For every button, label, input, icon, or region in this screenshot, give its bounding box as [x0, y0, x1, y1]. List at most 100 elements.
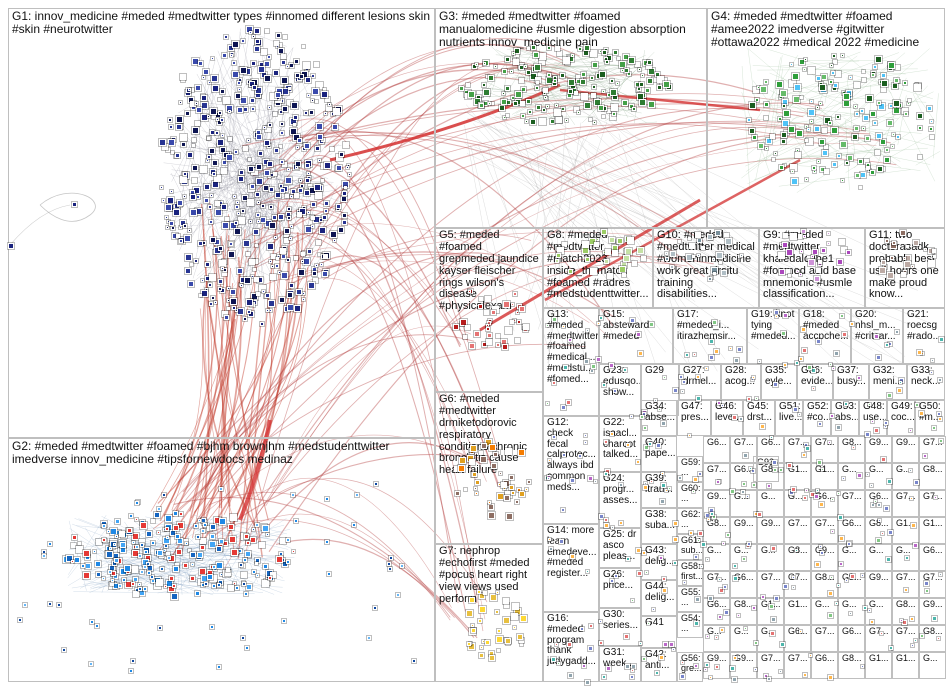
group-cell-g55[interactable]: G55: ...: [677, 586, 703, 612]
group-cell-minor[interactable]: G1...: [865, 652, 892, 679]
group-cell-minor[interactable]: G...: [784, 490, 811, 517]
group-cell-minor[interactable]: G...: [865, 544, 892, 571]
group-cell-g24[interactable]: G24: progr... asses...: [599, 472, 641, 528]
group-cell-minor[interactable]: G7...: [919, 490, 946, 517]
group-cell-g1[interactable]: G1: innov_medicine #meded #medtwitter ty…: [8, 8, 435, 438]
group-cell-g58[interactable]: G58: first...: [677, 560, 703, 586]
group-cell-g14[interactable]: G14: more learn emedeve... #meded regist…: [543, 524, 599, 612]
group-cell-g36[interactable]: G36: evide...: [797, 364, 833, 400]
group-cell-g62[interactable]: G62: ...: [677, 508, 703, 534]
group-cell-minor[interactable]: G7...: [892, 625, 919, 652]
group-cell-g32[interactable]: G32: meni...: [869, 364, 907, 400]
group-cell-minor[interactable]: G9...: [838, 571, 865, 598]
group-cell-g53[interactable]: G53: abs...: [831, 400, 859, 436]
group-cell-minor[interactable]: G8...: [838, 436, 865, 463]
group-cell-minor[interactable]: G8...: [811, 571, 838, 598]
group-cell-g16[interactable]: G16: #meded program thank judygadd...: [543, 612, 599, 682]
group-cell-g18[interactable]: G18: #meded accpche...: [799, 308, 851, 364]
group-cell-g52[interactable]: G52: #co...: [803, 400, 831, 436]
group-cell-minor[interactable]: G9...: [730, 652, 757, 679]
group-cell-minor[interactable]: G...: [838, 463, 865, 490]
group-cell-minor[interactable]: G9...: [865, 436, 892, 463]
group-cell-minor[interactable]: G1...: [811, 463, 838, 490]
group-cell-minor[interactable]: G8...: [865, 517, 892, 544]
group-cell-minor[interactable]: G6...: [703, 436, 730, 463]
group-cell-minor[interactable]: G9...: [757, 517, 784, 544]
group-cell-g41[interactable]: G41: [641, 616, 677, 648]
group-cell-minor[interactable]: G6...: [865, 490, 892, 517]
group-cell-g21[interactable]: G21: roecsg #rado...: [903, 308, 945, 364]
group-cell-g28[interactable]: G28: acog...: [721, 364, 761, 400]
group-cell-minor[interactable]: G9...: [811, 544, 838, 571]
group-cell-minor[interactable]: G9...: [919, 598, 946, 625]
group-cell-minor[interactable]: G7...: [784, 436, 811, 463]
group-cell-minor[interactable]: G...: [838, 544, 865, 571]
group-cell-g10[interactable]: G10: #meded #medtwitter medical #womenin…: [653, 228, 759, 308]
group-cell-minor[interactable]: G7...: [703, 571, 730, 598]
group-cell-minor[interactable]: G9...: [865, 571, 892, 598]
group-cell-g34[interactable]: G34: abse...: [641, 400, 677, 436]
group-cell-g60[interactable]: G60: ...: [677, 482, 703, 508]
group-cell-minor[interactable]: G...: [865, 463, 892, 490]
group-cell-g13[interactable]: G13: #meded #medtwitter #foamed #medical…: [543, 308, 599, 416]
group-cell-g27[interactable]: G27: drmel...: [679, 364, 721, 400]
group-cell-g12[interactable]: G12: check fecal calprotec... always ibd…: [543, 416, 599, 524]
group-cell-minor[interactable]: G1...: [784, 598, 811, 625]
group-cell-minor[interactable]: G9...: [730, 517, 757, 544]
group-cell-minor[interactable]: G1...: [784, 463, 811, 490]
group-cell-minor[interactable]: G7...: [892, 490, 919, 517]
group-cell-minor[interactable]: G7...: [757, 571, 784, 598]
group-cell-minor[interactable]: G7...: [919, 436, 946, 463]
group-cell-g35[interactable]: G35: eyle...: [761, 364, 797, 400]
group-cell-g44[interactable]: G44: delig...: [641, 580, 677, 616]
group-cell-minor[interactable]: G8...: [838, 652, 865, 679]
group-cell-g25[interactable]: G25: dr asco pleas...: [599, 528, 641, 568]
group-cell-minor[interactable]: G7...: [919, 571, 946, 598]
group-cell-g59[interactable]: G59: ...: [677, 456, 703, 482]
group-cell-g22[interactable]: G22: isaacl... charcot talked...: [599, 416, 641, 472]
group-cell-g17[interactable]: G17: #meded_i... itirazhemsir...: [673, 308, 747, 364]
group-cell-g11[interactable]: G11: two doctorasadk probably best use h…: [865, 228, 945, 308]
group-cell-g46[interactable]: G46: leve...: [711, 400, 743, 436]
group-cell-g2[interactable]: G2: #meded #medtwitter #foamed #bjhm bro…: [8, 438, 435, 682]
group-cell-g9[interactable]: G9: #meded #medtwitter khaledalotibe1 #f…: [759, 228, 865, 308]
group-cell-minor[interactable]: G7...: [838, 490, 865, 517]
group-cell-g15[interactable]: G15: absteward #meded: [599, 308, 673, 364]
group-cell-minor[interactable]: G8...: [784, 544, 811, 571]
group-cell-minor[interactable]: G7...: [811, 517, 838, 544]
group-cell-minor[interactable]: G6...: [811, 652, 838, 679]
group-cell-g33[interactable]: G33: neck...: [907, 364, 945, 400]
group-cell-g50[interactable]: G50: #m...: [915, 400, 945, 436]
group-cell-g6[interactable]: G6: #meded #medtwitter drmiketodorovic r…: [435, 392, 543, 544]
group-cell-minor[interactable]: G...: [892, 544, 919, 571]
group-cell-g7[interactable]: G7: nephrop #echofirst #meded #pocus hea…: [435, 544, 543, 682]
group-cell-minor[interactable]: G7...: [784, 517, 811, 544]
group-cell-minor[interactable]: G...: [703, 544, 730, 571]
group-cell-minor[interactable]: G8...: [703, 517, 730, 544]
group-cell-minor[interactable]: G...: [757, 625, 784, 652]
group-cell-minor[interactable]: G...: [730, 625, 757, 652]
group-cell-g45[interactable]: G45: drst...: [743, 400, 775, 436]
group-cell-minor[interactable]: G...: [919, 652, 946, 679]
group-cell-minor[interactable]: G8...: [730, 598, 757, 625]
group-cell-minor[interactable]: G6...: [784, 625, 811, 652]
group-cell-g40[interactable]: G40: pape...: [641, 436, 677, 472]
group-cell-g4[interactable]: G4: #meded #medtwitter #foamed #amee2022…: [707, 8, 945, 228]
group-cell-g19[interactable]: G19: knot tying #meded...: [747, 308, 799, 364]
group-cell-minor[interactable]: G...: [811, 598, 838, 625]
group-cell-minor[interactable]: G...: [838, 598, 865, 625]
group-cell-g26[interactable]: G26: price...: [599, 568, 641, 608]
group-cell-g56[interactable]: G56: gre...: [677, 652, 703, 682]
group-cell-minor[interactable]: G7...: [784, 571, 811, 598]
group-cell-minor[interactable]: G...: [730, 544, 757, 571]
group-cell-minor[interactable]: G9...: [703, 652, 730, 679]
group-cell-g54[interactable]: G54: ...: [677, 612, 703, 638]
group-cell-g3[interactable]: G3: #meded #medtwitter #foamed manualome…: [435, 8, 707, 228]
group-cell-minor[interactable]: G6...: [919, 544, 946, 571]
group-cell-minor[interactable]: G8...: [919, 463, 946, 490]
group-cell-minor[interactable]: G6...: [838, 517, 865, 544]
group-cell-minor[interactable]: G6...: [757, 436, 784, 463]
group-cell-minor[interactable]: G...: [757, 544, 784, 571]
group-cell-minor[interactable]: G7...: [730, 436, 757, 463]
group-cell-g48[interactable]: G48: use...: [859, 400, 887, 436]
